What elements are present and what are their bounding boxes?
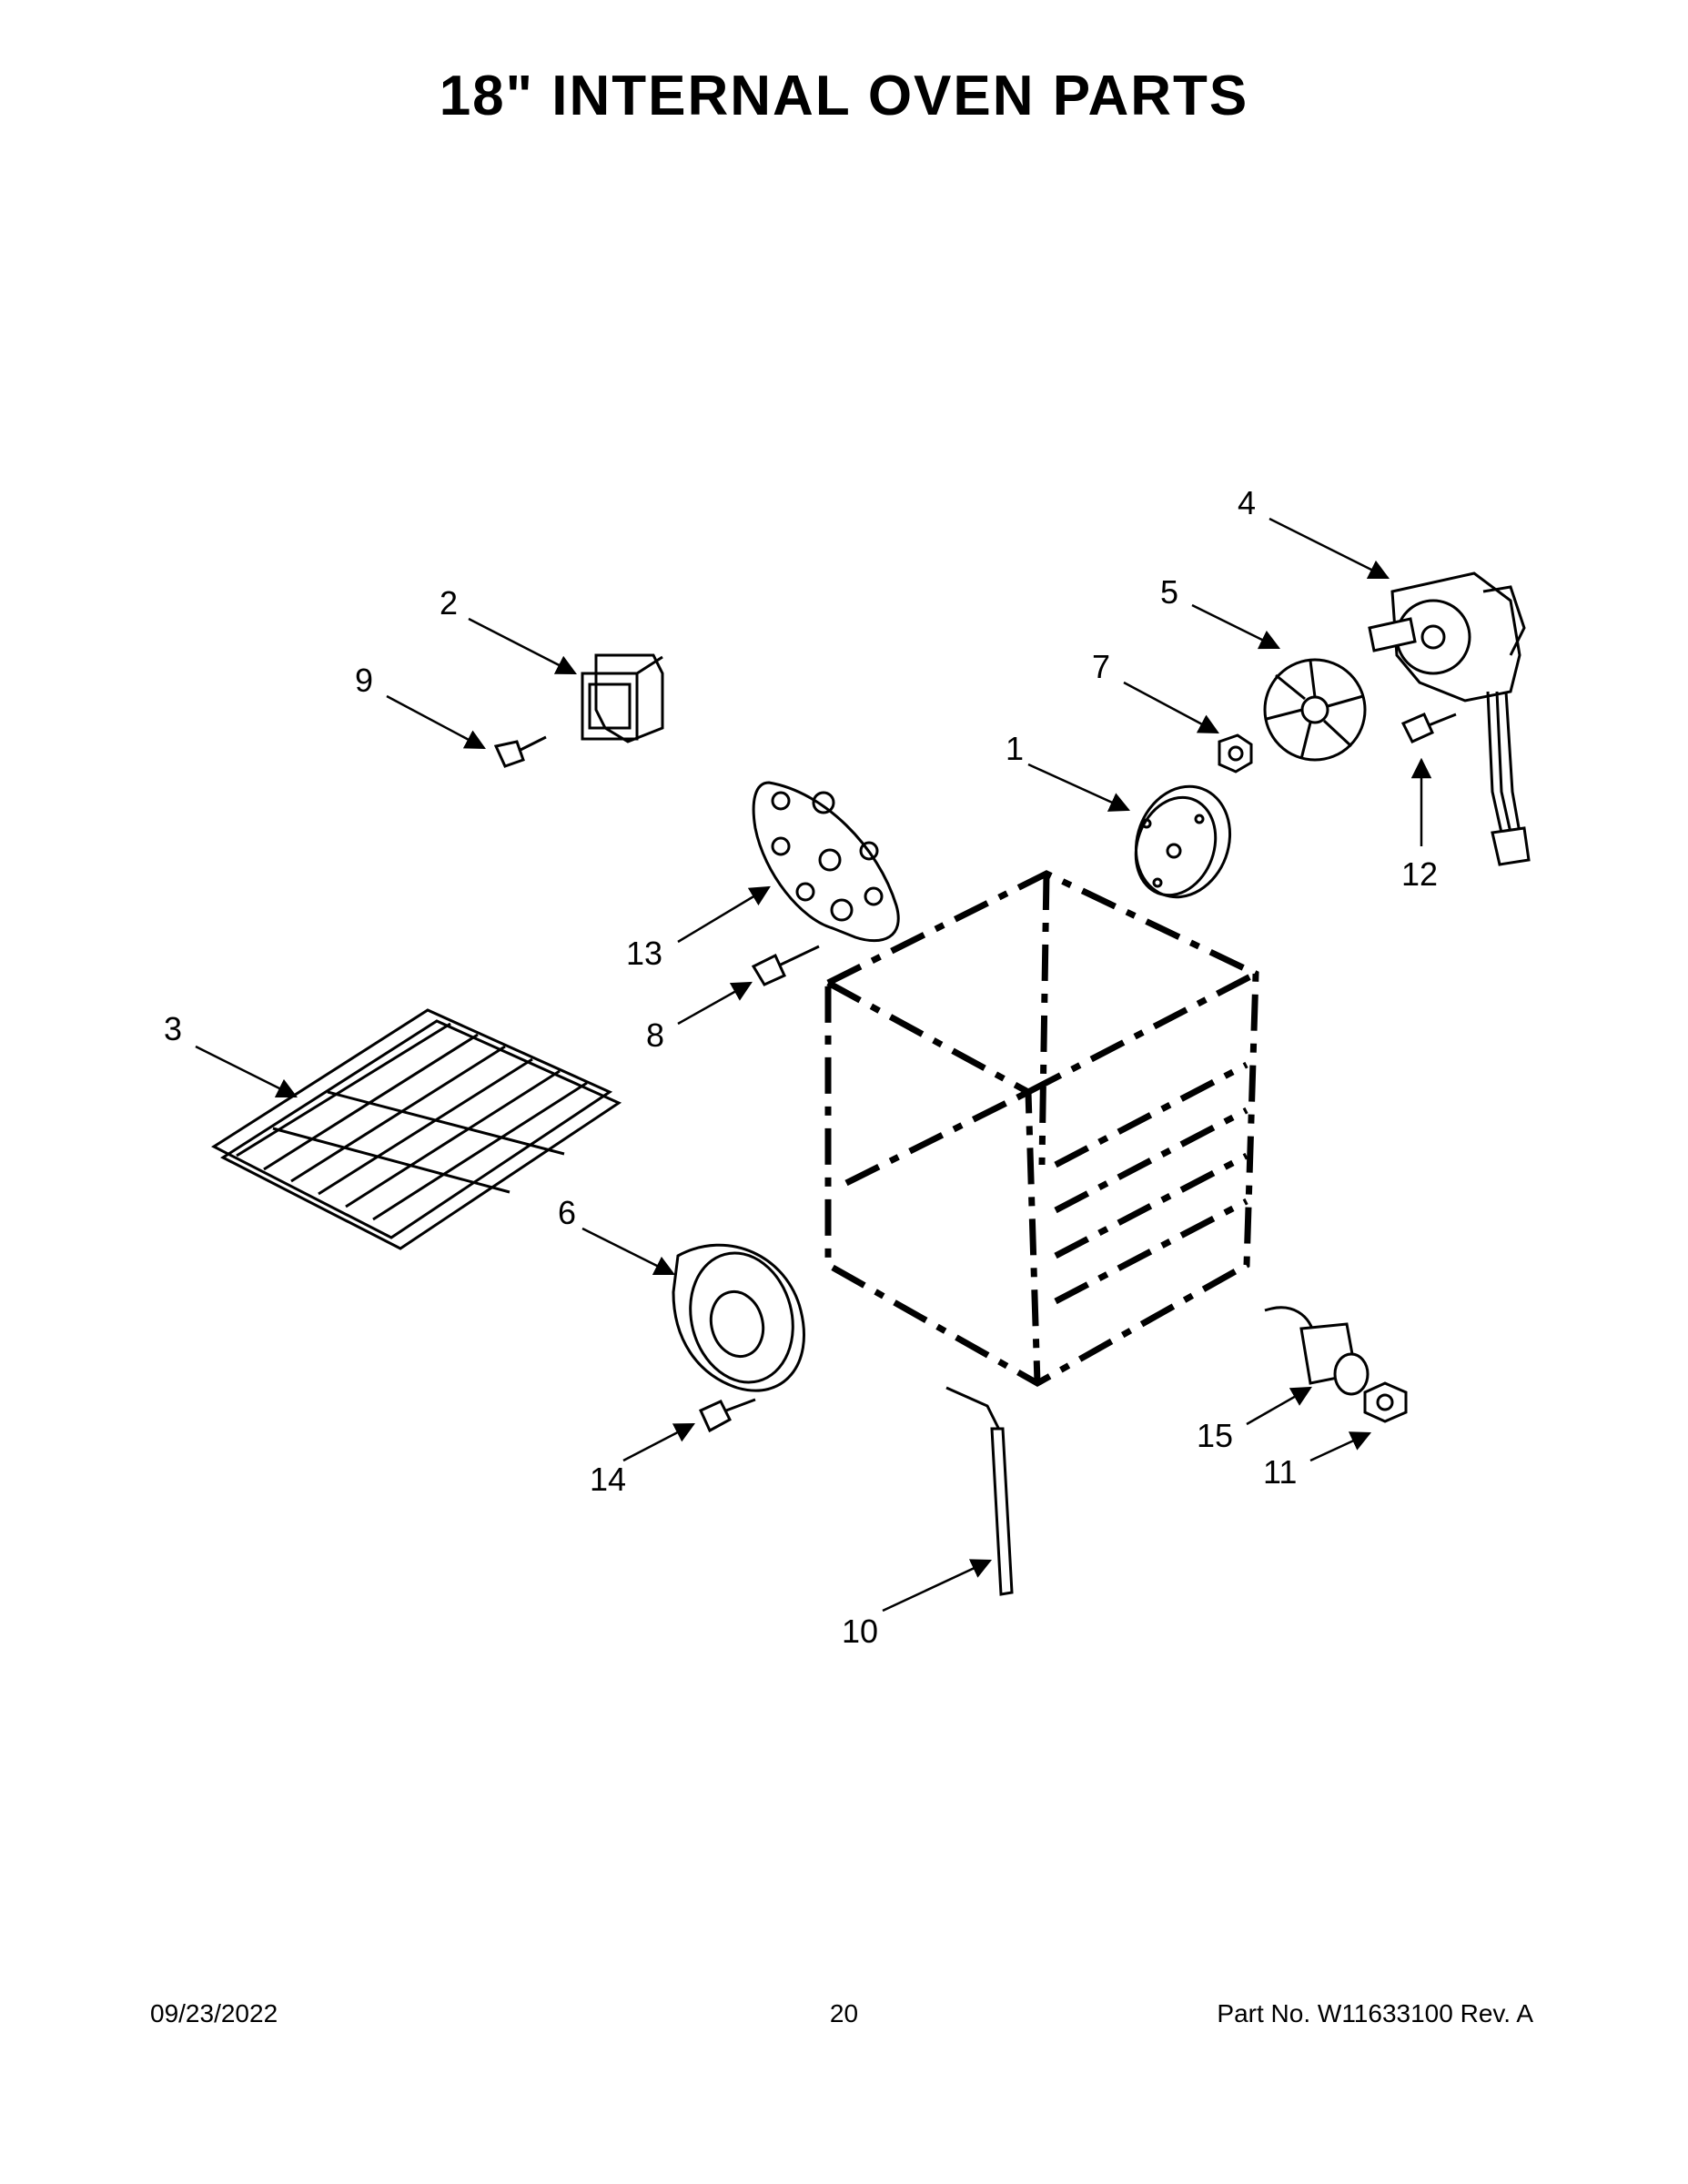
callout-8: 8 xyxy=(646,1016,664,1054)
part-5-fan-blade xyxy=(1263,658,1367,762)
oven-cavity xyxy=(824,870,1259,1388)
callout-12: 12 xyxy=(1401,855,1438,893)
part-14-screw xyxy=(699,1398,756,1433)
callout-5: 5 xyxy=(1160,573,1178,611)
part-10-temperature-sensor xyxy=(945,1386,1014,1596)
part-13-baffle-plate xyxy=(752,781,900,943)
footer-date: 09/23/2022 xyxy=(150,1999,278,2027)
callout-4: 4 xyxy=(1238,484,1256,521)
leader-lines xyxy=(195,517,1432,1613)
callout-7: 7 xyxy=(1092,648,1110,685)
callout-9: 9 xyxy=(355,662,373,699)
callout-1: 1 xyxy=(1006,730,1024,767)
callout-11: 11 xyxy=(1263,1453,1297,1491)
part-9-screw xyxy=(493,735,547,768)
part-2-junction-box xyxy=(581,653,664,743)
callout-6: 6 xyxy=(558,1194,576,1231)
part-11-nut xyxy=(1363,1381,1408,1423)
part-15-sensor-assembly xyxy=(1264,1306,1370,1396)
callout-10: 10 xyxy=(842,1613,878,1650)
page-title: 18" INTERNAL OVEN PARTS xyxy=(439,65,1249,127)
footer-page-number: 20 xyxy=(829,1999,859,2027)
part-4-motor-wires xyxy=(1486,691,1531,866)
part-4-convection-motor xyxy=(1368,571,1526,703)
part-1-fan-cover xyxy=(1134,784,1232,899)
callout-2: 2 xyxy=(440,584,458,622)
part-3-oven-rack xyxy=(210,1008,622,1250)
callout-13: 13 xyxy=(626,935,662,972)
part-7-nut xyxy=(1218,733,1253,774)
part-8-screw xyxy=(751,945,820,986)
callout-15: 15 xyxy=(1197,1417,1233,1454)
callout-3: 3 xyxy=(164,1010,182,1047)
part-12-screw xyxy=(1400,713,1457,743)
part-6-fan-shroud xyxy=(672,1243,805,1392)
footer-part-number: Part No. W11633100 Rev. A xyxy=(1217,1999,1533,2027)
callout-14: 14 xyxy=(590,1461,626,1498)
